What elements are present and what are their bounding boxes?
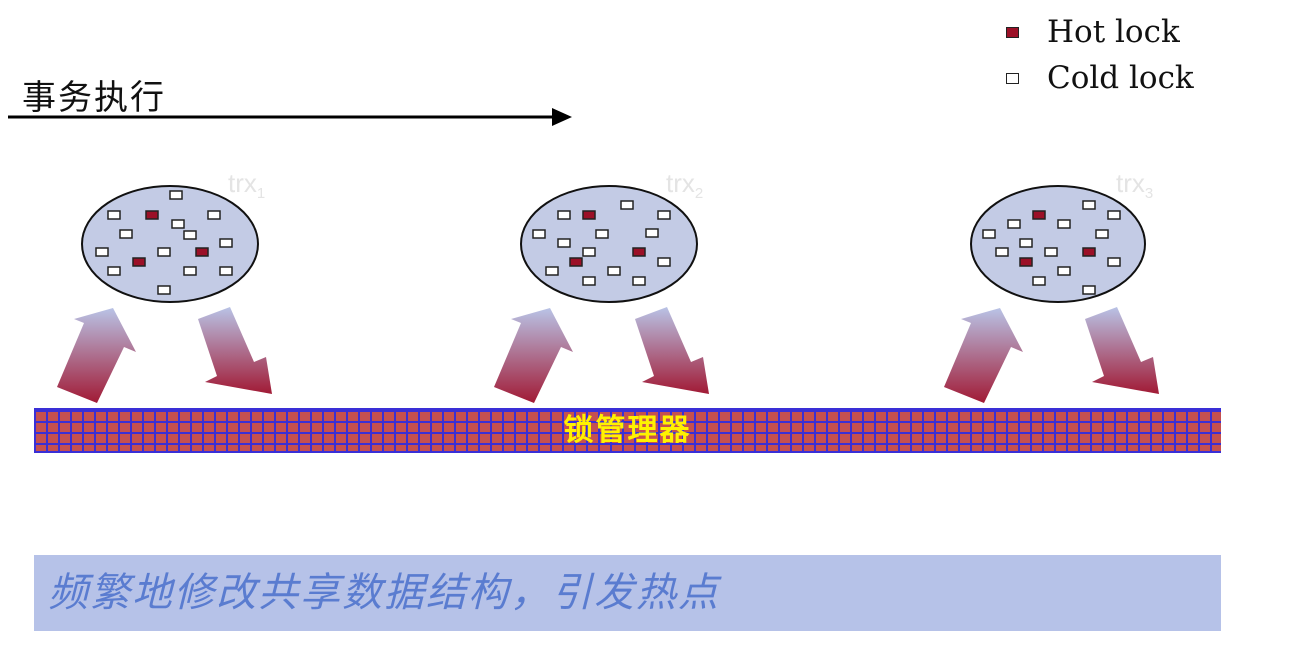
cold-lock-swatch-icon (1006, 72, 1019, 84)
lock-manager-label: 锁管理器 (563, 413, 692, 448)
footer-banner (34, 555, 1221, 631)
trx-name: trx (228, 168, 257, 198)
release-arrow (1085, 307, 1159, 394)
transaction-lock-set (520, 185, 698, 303)
transaction-1 (57, 185, 272, 403)
trx-name: trx (666, 168, 695, 198)
lock-manager-bar (34, 408, 1221, 453)
trx-index: 3 (1144, 185, 1154, 203)
lock-markers (95, 190, 233, 295)
trx-name: trx (1116, 168, 1145, 198)
release-arrow (198, 307, 272, 394)
footer-caption: 频繁地修改共享数据结构，引发热点 (48, 570, 720, 616)
release-arrow (635, 307, 709, 394)
acquire-arrow (57, 308, 136, 403)
legend-cold-lock: Cold lock (1006, 60, 1194, 96)
acquire-arrow (944, 308, 1023, 403)
acquire-arrow (494, 308, 573, 403)
transaction-2-label: trx2 (666, 168, 703, 202)
transaction-3-label: trx3 (1116, 168, 1153, 202)
legend-cold-label: Cold lock (1047, 60, 1194, 96)
execution-arrow (8, 108, 572, 126)
transaction-3 (944, 185, 1159, 403)
legend-hot-label: Hot lock (1047, 14, 1180, 50)
execution-direction-label: 事务执行 (22, 78, 166, 118)
hot-lock-swatch-icon (1006, 26, 1019, 38)
transaction-2 (494, 185, 709, 403)
transaction-1-label: trx1 (228, 168, 265, 202)
lock-markers (532, 200, 671, 286)
trx-index: 1 (256, 185, 266, 203)
legend-hot-lock: Hot lock (1006, 14, 1180, 50)
trx-index: 2 (694, 185, 704, 203)
lock-markers (982, 200, 1121, 295)
transaction-lock-set (970, 185, 1146, 303)
